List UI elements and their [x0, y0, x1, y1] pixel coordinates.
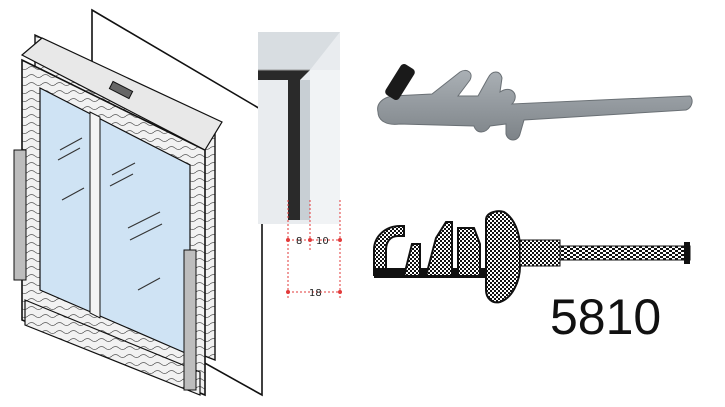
- center-mullion: [89, 111, 101, 319]
- part-number-label: 5810: [550, 289, 661, 345]
- gasket-body: [377, 69, 693, 141]
- window-frame-icon: [13, 8, 263, 397]
- latch-handle: [108, 80, 134, 100]
- pixel-profile-icon: [373, 210, 691, 304]
- gasket-profile-icon: [377, 64, 693, 141]
- left-hinge-bar: [13, 149, 27, 281]
- glass-reflection: [57, 137, 163, 291]
- dimension-markers: [286, 238, 342, 294]
- gasket-black-tip: [385, 64, 415, 100]
- frame-corner-photo: [258, 32, 340, 224]
- dimension-total: 18: [309, 288, 322, 299]
- dimension-inner-right: 10: [316, 236, 329, 247]
- dimension-inner-left: 8: [296, 236, 302, 247]
- bottom-sill: [24, 299, 201, 396]
- right-hinge-bar: [183, 249, 197, 391]
